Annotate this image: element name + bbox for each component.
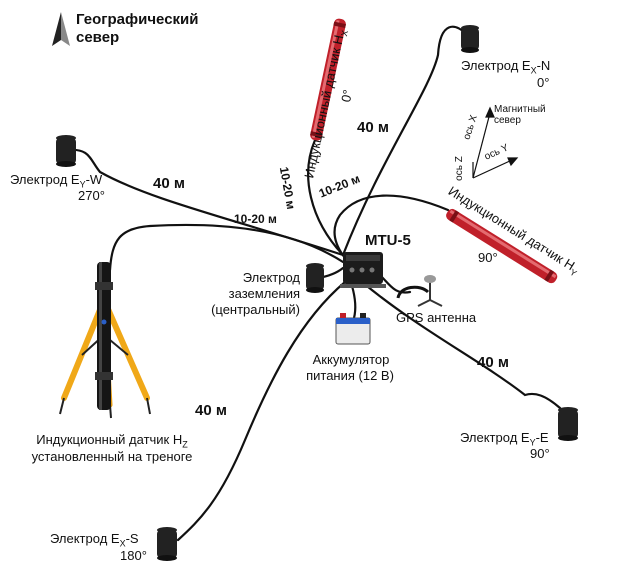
electrode-w-text: Электрод E xyxy=(10,172,80,187)
electrode-ground-icon xyxy=(306,263,324,293)
electrode-n-icon xyxy=(461,25,479,53)
ground-label-line1: Электрод xyxy=(242,270,300,285)
sensor-hx-icon xyxy=(310,18,346,141)
electrode-w-suffix: -W xyxy=(85,172,103,187)
north-label-line2: север xyxy=(76,29,120,46)
mtu5-unit-icon xyxy=(340,252,386,288)
electrode-w-label: Электрод EY-W xyxy=(10,172,102,193)
electrode-s-suffix: -S xyxy=(125,531,139,546)
electrode-s-icon xyxy=(157,527,177,561)
cable-to-electrode-n xyxy=(341,25,472,257)
cable-to-electrode-e xyxy=(360,280,562,410)
cable-to-battery xyxy=(350,284,357,320)
sensor-hz-subscript: Z xyxy=(182,439,188,450)
gps-antenna-icon xyxy=(396,275,443,307)
sensor-hz-label-line1: Индукционный датчик HZ xyxy=(22,432,202,453)
distance-e: 40 м xyxy=(477,354,509,371)
electrode-n-subscript: X xyxy=(530,65,537,76)
electrode-n-text: Электрод E xyxy=(461,58,531,73)
electrode-s-subscript: X xyxy=(119,538,126,549)
battery-label-line1: Аккумулятор xyxy=(312,352,390,367)
electrode-e-icon xyxy=(558,407,578,441)
electrode-e-angle: 90° xyxy=(530,446,550,461)
ground-label-line2: заземления xyxy=(228,286,300,301)
cable-to-electrode-w xyxy=(66,148,345,257)
north-arrow-icon xyxy=(52,12,70,46)
electrode-w-angle: 270° xyxy=(78,188,105,203)
sensor-hy-angle: 90° xyxy=(478,250,498,265)
electrode-n-angle: 0° xyxy=(537,75,550,90)
electrode-w-icon xyxy=(56,135,76,167)
ground-label-line3: (центральный) xyxy=(211,302,300,317)
sensor-hz-title: Индукционный датчик H xyxy=(36,432,183,447)
electrode-s-label: Электрод EX-S xyxy=(50,531,139,552)
cable-to-sensor-hy xyxy=(333,194,450,260)
electrode-n-suffix: -N xyxy=(536,58,551,73)
cable-to-sensor-hz xyxy=(108,223,345,272)
cable-to-electrode-s xyxy=(176,280,347,542)
distance-w: 40 м xyxy=(153,175,185,192)
battery-icon xyxy=(335,313,371,345)
electrode-e-suffix: -E xyxy=(535,430,549,445)
magnetic-north-line1: Магнитный xyxy=(494,104,546,115)
electrode-e-subscript: Y xyxy=(529,437,536,448)
gps-label: GPS антенна xyxy=(396,310,477,325)
electrode-w-subscript: Y xyxy=(79,179,86,190)
mtu5-label: MTU-5 xyxy=(365,232,411,249)
sensor-hy-icon xyxy=(446,208,558,284)
electrode-n-label: Электрод EX-N xyxy=(461,58,550,79)
battery-label-line2: питания (12 В) xyxy=(306,368,394,383)
distance-s: 40 м xyxy=(195,402,227,419)
electrode-s-text: Электрод E xyxy=(50,531,120,546)
cable-group xyxy=(66,25,562,542)
electrode-e-label: Электрод EY-E xyxy=(460,430,549,451)
magnetic-north-line2: север xyxy=(494,115,521,126)
north-label-line1: Географический xyxy=(76,11,199,28)
distance-ne: 40 м xyxy=(357,119,389,136)
electrode-e-text: Электрод E xyxy=(460,430,530,445)
sensor-hz-label-line2: установленный на треноге xyxy=(31,449,193,464)
electrode-s-angle: 180° xyxy=(120,548,147,563)
axis-z-label: ось Z xyxy=(453,156,465,181)
sensor-hz-icon xyxy=(95,262,113,410)
axes-icon xyxy=(472,106,519,179)
cable-to-sensor-hx xyxy=(307,138,345,257)
distance-hz-cable: 10-20 м xyxy=(234,212,277,226)
